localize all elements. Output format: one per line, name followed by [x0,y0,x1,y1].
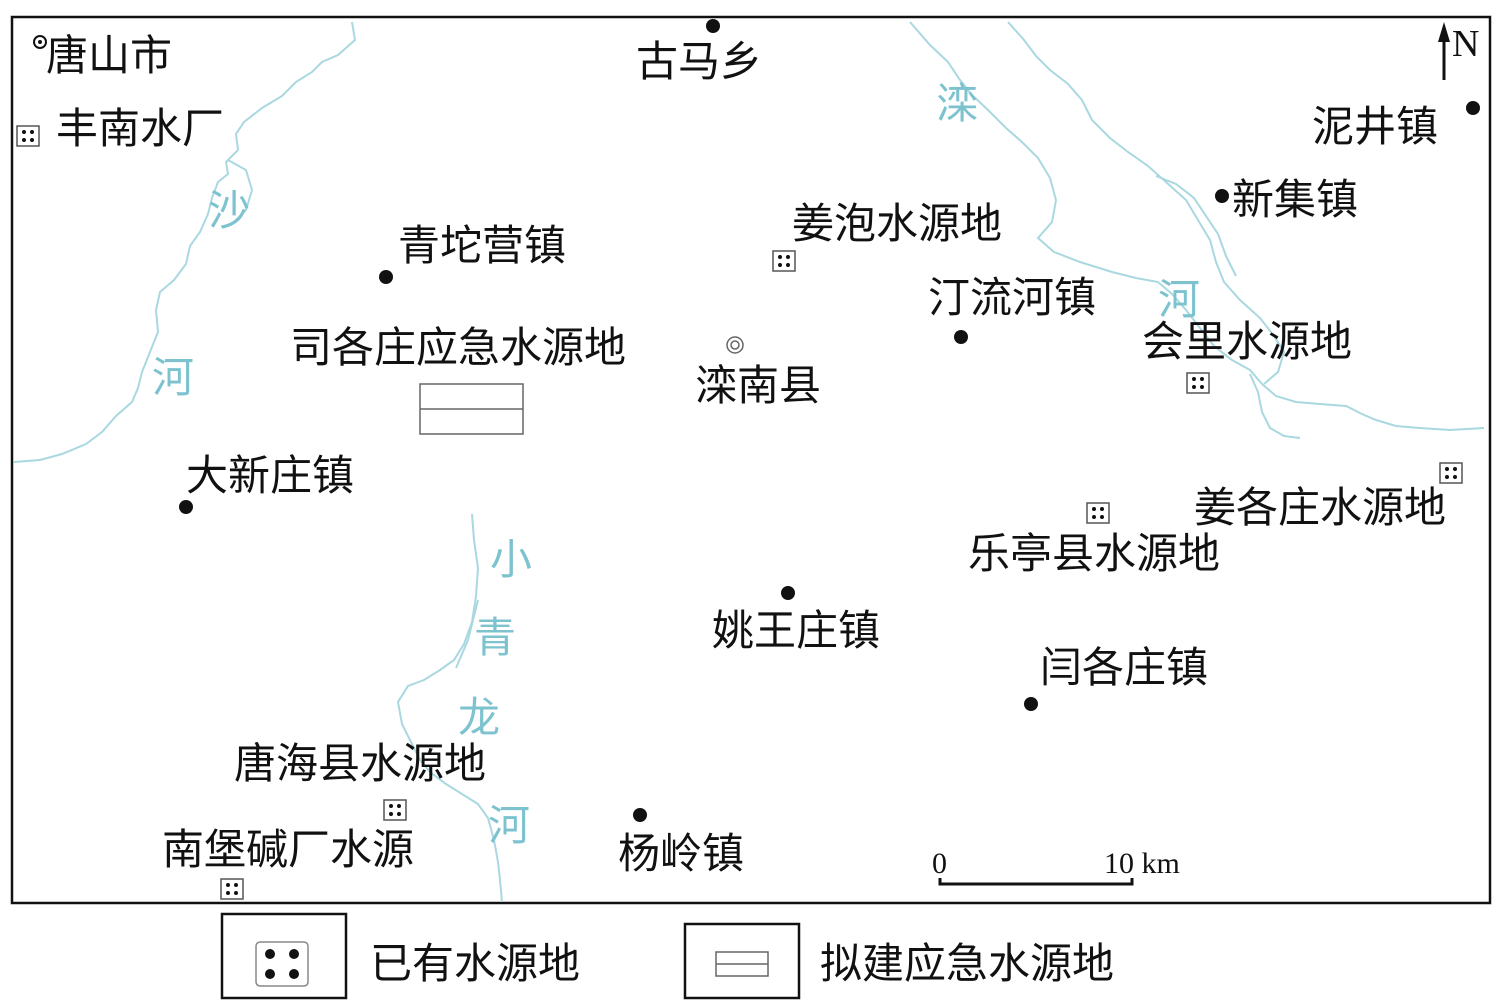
luan-river-south-branch [1249,373,1301,439]
sha-river-branch [227,159,254,223]
existing-water-source-icon [1086,502,1110,524]
legend-item-existing: 已有水源地 [220,912,580,1000]
luan-river-inner-branch [1155,175,1237,277]
planned-water-source-label: 司各庄应急水源地 [290,323,626,372]
xiaoqinglong-river-line [396,513,503,903]
city-label-tangshan: 唐山市 [46,31,172,80]
north-arrowhead-icon [1438,22,1450,42]
water-source-label-jiangpao: 姜泡水源地 [792,199,1002,248]
town-yanglingzhen: 杨岭镇 [618,808,744,878]
town-label-yanglingzhen: 杨岭镇 [618,829,744,878]
luan-river-line [909,21,1485,432]
scale-bar-line [938,878,1134,886]
legend-item-planned: 拟建应急水源地 [683,922,1114,1000]
legend-label-planned: 拟建应急水源地 [820,939,1114,988]
town-dot-icon [1466,101,1480,115]
city-luannan: 滦南县 [695,336,821,410]
water-source-jianggezhuang: 姜各庄水源地 [1194,462,1463,532]
town-qingtuoying: 青坨营镇 [379,221,566,284]
scale-bar: 0 10 km [932,847,1180,886]
water-source-jiangpao: 姜泡水源地 [772,199,1002,272]
town-yaowangzhuang: 姚王庄镇 [712,586,880,655]
water-source-leting: 乐亭县水源地 [968,502,1220,578]
river-label-sha-1: 沙 [208,186,250,235]
river-label-xiaoqinglong-1: 小 [490,535,532,584]
city-label-luannan: 滦南县 [695,361,821,410]
water-source-huili: 会里水源地 [1142,317,1352,394]
existing-water-source-icon [16,125,40,147]
legend-existing-icon [255,941,309,987]
existing-water-sources: 丰南水厂 姜泡水源地 会里水源地 姜各庄水源地 乐亭县水源地 唐海县水源地 南堡… [16,104,1463,900]
existing-water-source-icon [383,799,407,821]
planned-water-source-sigezhuang: 司各庄应急水源地 [290,323,626,435]
town-dot-icon [1024,697,1038,711]
existing-water-source-icon [772,250,796,272]
existing-water-source-icon [1186,372,1210,394]
town-dot-icon [179,500,193,514]
town-tingliuhe: 汀流河镇 [928,273,1096,344]
water-source-fengnan: 丰南水厂 [16,104,224,153]
legend-label-existing: 已有水源地 [370,939,580,988]
scale-start-label: 0 [932,847,947,880]
map-frame [10,15,1492,905]
town-dot-icon [706,19,720,33]
luan-river-east-branch [1007,21,1286,385]
town-label-daxinzhuang: 大新庄镇 [186,451,354,500]
river-label-xiaoqinglong-2: 青 [474,613,516,662]
river-label-xiaoqinglong-4: 河 [488,801,530,850]
river-label-luan-1: 滦 [936,79,978,128]
rivers [13,21,1485,903]
town-xinjizhen: 新集镇 [1215,175,1358,224]
town-label-xinjizhen: 新集镇 [1232,175,1358,224]
sha-river-line [13,21,357,463]
water-source-tanghai: 唐海县水源地 [234,739,486,821]
town-yangezhuang: 闫各庄镇 [1024,643,1208,711]
river-label-xiaoqinglong-3: 龙 [458,693,500,742]
town-dot-icon [1215,189,1229,203]
town-dot-icon [954,330,968,344]
water-source-nanbu: 南堡碱厂水源 [162,825,414,900]
xiaoqinglong-river-branch [455,599,479,669]
town-label-tingliuhe: 汀流河镇 [928,273,1096,322]
town-nijingzhen: 泥井镇 [1312,101,1480,151]
town-label-nijingzhen: 泥井镇 [1312,102,1438,151]
towns: 古马乡 泥井镇 新集镇 青坨营镇 汀流河镇 大新庄镇 姚王庄镇 闫各庄镇 [179,19,1480,878]
river-label-luan-2: 河 [1158,275,1200,324]
water-source-label-jianggezhuang: 姜各庄水源地 [1194,483,1446,532]
water-source-label-huili: 会里水源地 [1142,317,1352,366]
town-label-yaowangzhuang: 姚王庄镇 [712,606,880,655]
existing-water-source-icon [1439,462,1463,484]
legend: 已有水源地 拟建应急水源地 [220,912,1114,1000]
town-daxinzhuang: 大新庄镇 [179,451,354,514]
water-source-label-nanbu: 南堡碱厂水源 [162,825,414,874]
north-arrow: N [1438,22,1479,80]
city-tangshan: 唐山市 [33,31,172,80]
town-gumaxiang: 古马乡 [636,19,762,86]
existing-water-source-icon [220,878,244,900]
water-source-label-leting: 乐亭县水源地 [968,529,1220,578]
town-label-yangezhuang: 闫各庄镇 [1040,643,1208,692]
town-dot-icon [781,586,795,600]
town-label-gumaxiang: 古马乡 [636,37,762,86]
water-source-label-fengnan: 丰南水厂 [56,104,224,153]
town-label-qingtuoying: 青坨营镇 [398,221,566,270]
river-labels: 沙 河 滦 河 小 青 龙 河 [152,79,1200,850]
town-dot-icon [379,270,393,284]
water-source-label-tanghai: 唐海县水源地 [234,739,486,788]
scale-end-label: 10 km [1104,847,1180,880]
north-label: N [1452,23,1479,65]
town-dot-icon [633,808,647,822]
river-label-sha-2: 河 [152,353,194,402]
